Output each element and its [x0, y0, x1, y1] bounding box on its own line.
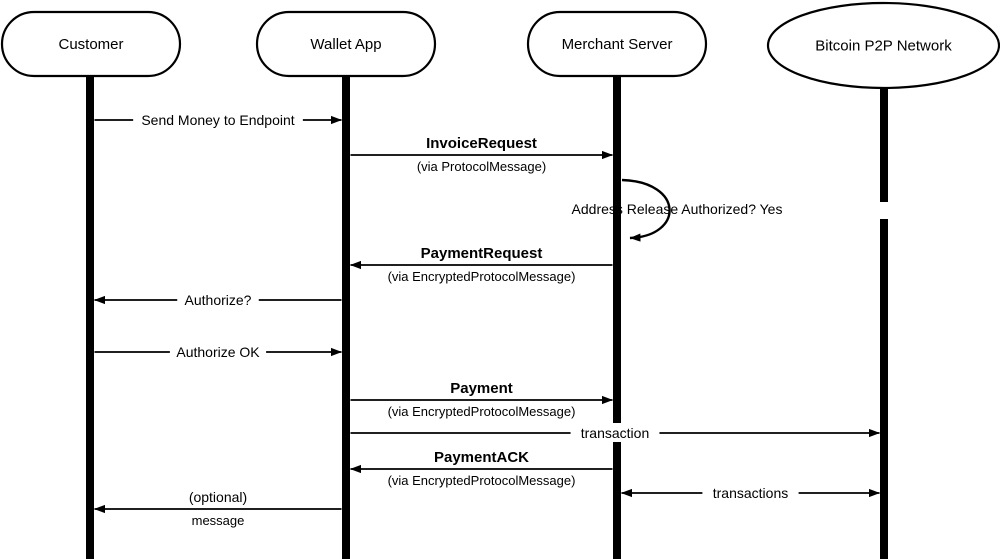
- message-payment-ack[interactable]: PaymentACK (via EncryptedProtocolMessage): [350, 447, 613, 490]
- label-backdrop-authorize-ok: [169, 342, 267, 361]
- label-backdrop-top-payment: [446, 378, 517, 398]
- label-backdrop-sub-optional-message: [189, 511, 247, 530]
- label-backdrop-top-payment-ack: [434, 447, 529, 467]
- actor-customer[interactable]: Customer: [0, 10, 182, 78]
- actor-box-merchant_server: [526, 10, 708, 78]
- message-transaction[interactable]: transaction: [350, 423, 880, 442]
- message-sublabel-payment-request: (via EncryptedProtocolMessage): [388, 269, 576, 284]
- message-label-payment-ack: PaymentACK: [434, 449, 529, 466]
- label-backdrop-transaction: [570, 423, 660, 442]
- message-send-money-to-endpoint[interactable]: Send Money to Endpoint: [94, 110, 342, 129]
- label-backdrop-top-optional-message: [176, 487, 260, 507]
- label-backdrop-sub-payment-ack: [374, 471, 589, 490]
- label-backdrop-sub-payment-request: [374, 267, 589, 286]
- actors-layer: Customer Wallet App Merchant Server Bitcoin…: [0, 1, 1000, 90]
- actor-merchant_server[interactable]: Merchant Server: [526, 10, 708, 78]
- message-label-optional-message: (optional): [189, 489, 247, 505]
- label-backdrop-top-payment-request: [417, 243, 546, 263]
- message-label-payment-request: PaymentRequest: [421, 245, 543, 262]
- label-backdrop-address-release-authorized: [674, 202, 908, 219]
- message-transactions[interactable]: transactions: [621, 483, 880, 502]
- message-label-address-release-authorized: Address Release Authorized? Yes: [572, 201, 783, 217]
- actor-bitcoin_network[interactable]: Bitcoin P2P Network: [766, 1, 1000, 90]
- label-backdrop-sub-invoice-request: [404, 157, 559, 176]
- message-label-authorize-ok: Authorize OK: [176, 344, 260, 360]
- message-label-transactions: transactions: [713, 485, 788, 501]
- actor-label-wallet_app: Wallet App: [310, 36, 381, 53]
- message-label-payment: Payment: [450, 380, 513, 397]
- actor-wallet_app[interactable]: Wallet App: [255, 10, 437, 78]
- actor-ellipse-bitcoin_network: [766, 1, 1000, 90]
- message-label-authorize-question: Authorize?: [185, 292, 252, 308]
- actor-label-customer: Customer: [58, 36, 123, 53]
- actor-box-wallet_app: [255, 10, 437, 78]
- message-label-invoice-request: InvoiceRequest: [426, 135, 537, 152]
- label-backdrop-transactions: [702, 483, 799, 502]
- actor-label-merchant_server: Merchant Server: [562, 36, 673, 53]
- label-backdrop-authorize-question: [177, 290, 259, 309]
- message-label-send-money-to-endpoint: Send Money to Endpoint: [141, 112, 294, 128]
- message-address-release-authorized[interactable]: Address Release Authorized? Yes: [572, 178, 908, 242]
- actor-box-customer: [0, 10, 182, 78]
- message-label-transaction: transaction: [581, 425, 649, 441]
- message-authorize-ok[interactable]: Authorize OK: [94, 342, 342, 361]
- message-authorize-question[interactable]: Authorize?: [94, 290, 342, 309]
- message-payment[interactable]: Payment (via EncryptedProtocolMessage): [350, 378, 613, 421]
- lifelines-layer: [86, 74, 888, 559]
- message-sublabel-invoice-request: (via ProtocolMessage): [417, 159, 546, 174]
- label-backdrop-sub-payment: [374, 402, 589, 421]
- message-sublabel-optional-message: message: [192, 513, 245, 528]
- message-invoice-request[interactable]: InvoiceRequest (via ProtocolMessage): [350, 133, 613, 176]
- message-sublabel-payment-ack: (via EncryptedProtocolMessage): [388, 473, 576, 488]
- actor-label-bitcoin_network: Bitcoin P2P Network: [815, 37, 952, 54]
- message-optional-message[interactable]: (optional) message: [94, 487, 342, 530]
- label-backdrop-top-invoice-request: [417, 133, 546, 153]
- label-backdrop-send-money-to-endpoint: [133, 110, 303, 129]
- self-loop-path-address-release-authorized: [621, 178, 671, 242]
- message-sublabel-payment: (via EncryptedProtocolMessage): [388, 404, 576, 419]
- message-payment-request[interactable]: PaymentRequest (via EncryptedProtocolMess…: [350, 243, 613, 286]
